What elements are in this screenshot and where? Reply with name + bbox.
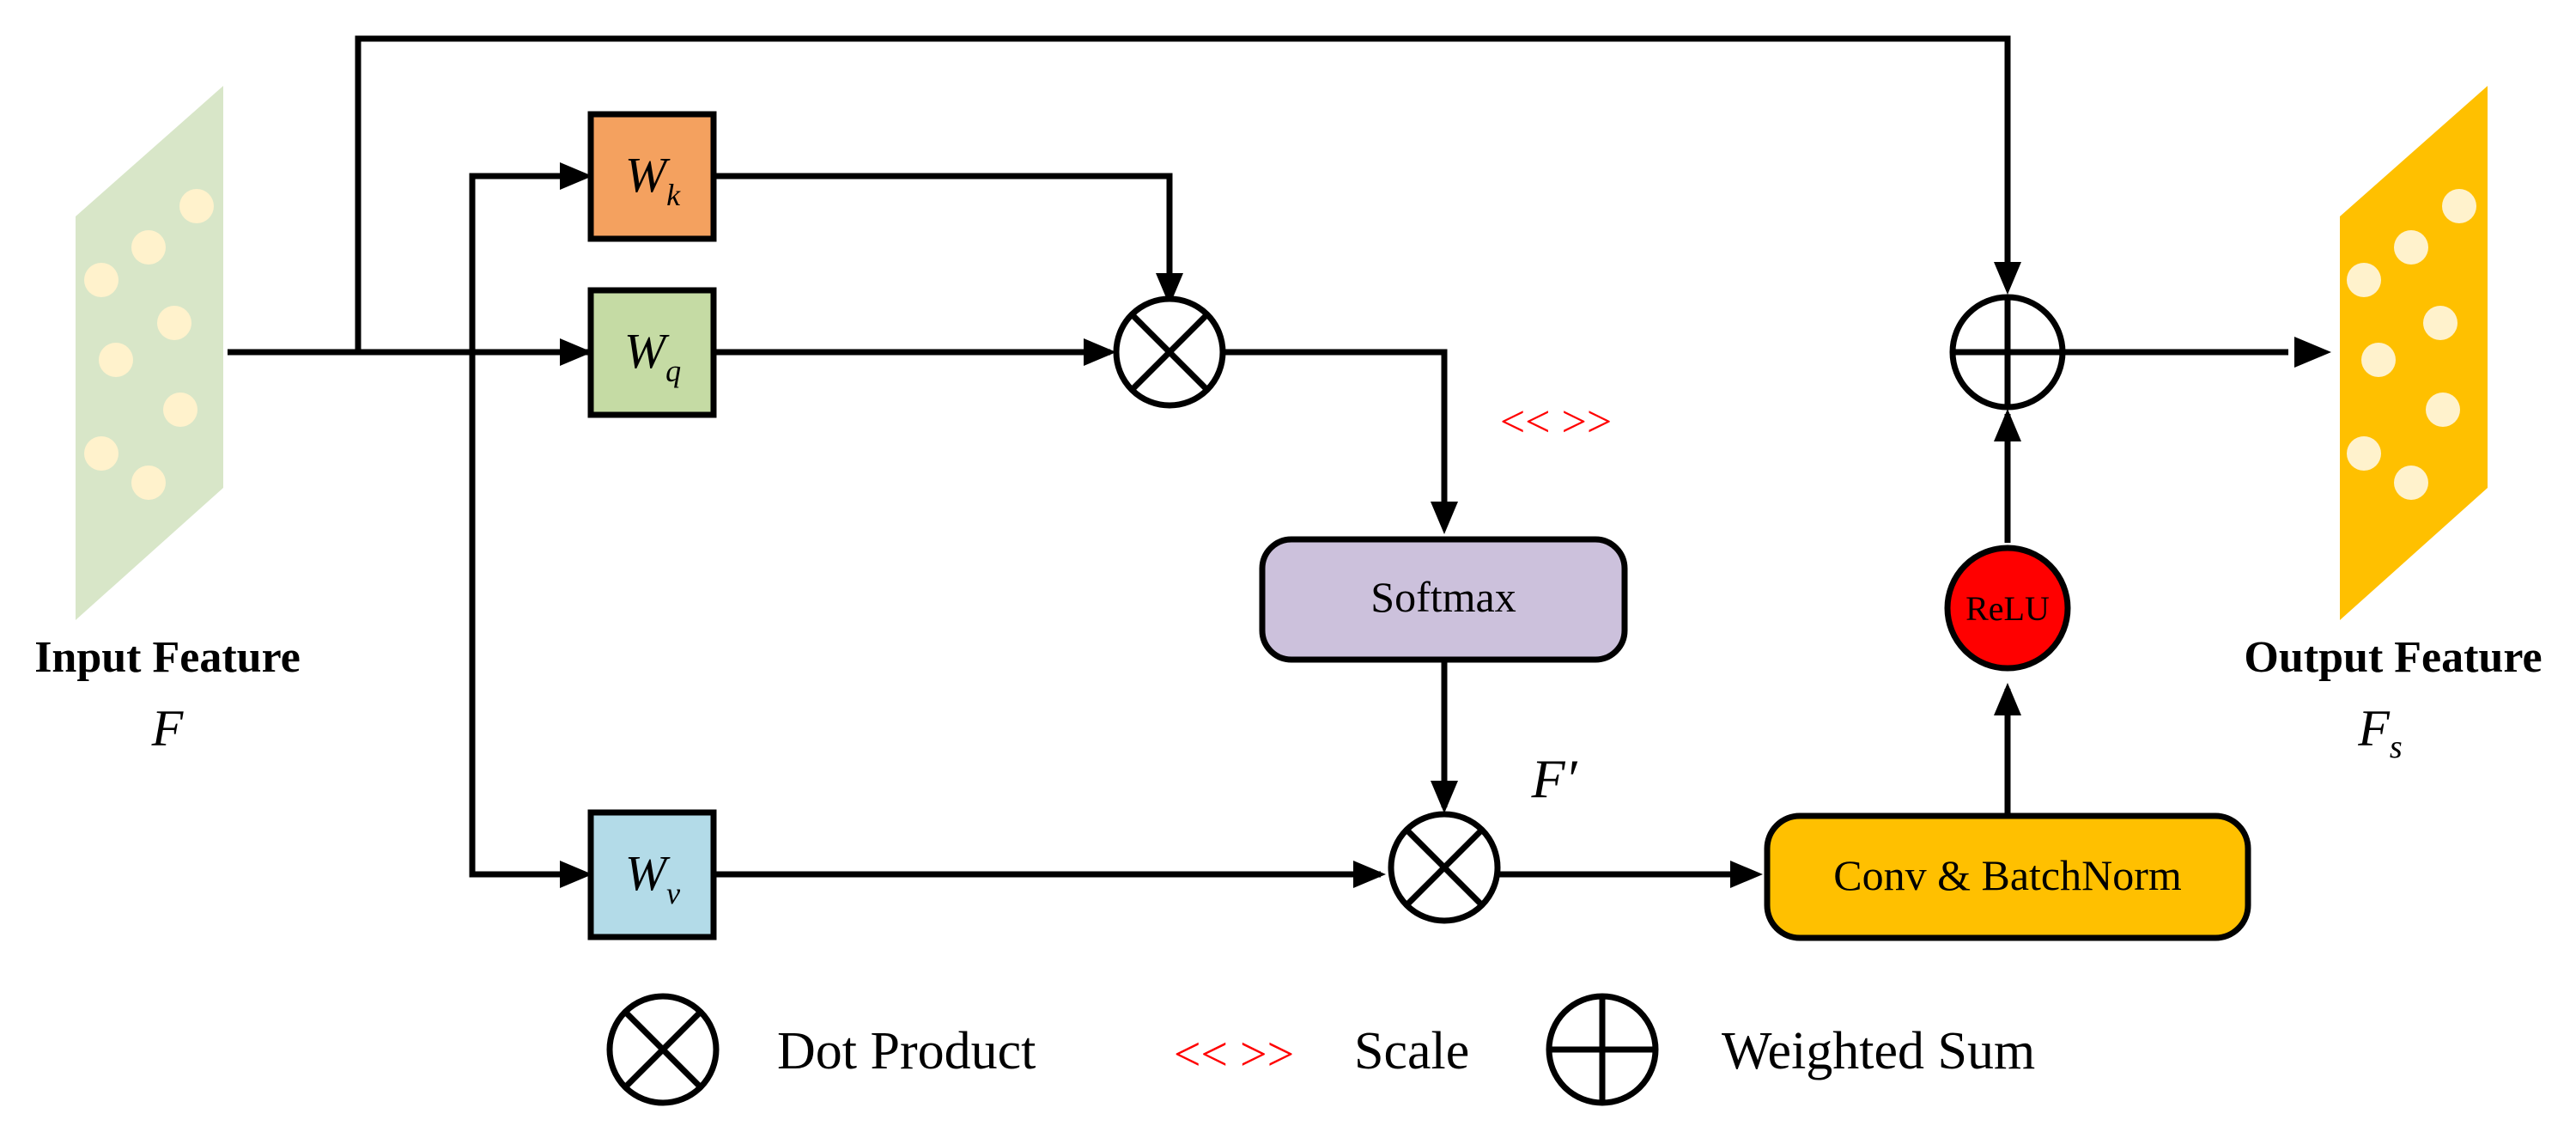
wq-box: Wq [587, 287, 717, 418]
conv-label: Conv & BatchNorm [1833, 851, 2182, 899]
input-feature-symbol: F [151, 700, 185, 757]
svg-text:Wk: Wk [625, 147, 681, 212]
output-dots [2347, 189, 2476, 500]
legend-scale-label: Scale [1354, 1022, 1469, 1080]
arrowhead-relu [1994, 683, 2021, 715]
wv-box: Wv [587, 809, 717, 940]
output-symbol-letter: F [2357, 700, 2391, 757]
arrowhead-dot-top [1156, 273, 1183, 306]
f-prime-label: F′ [1530, 748, 1577, 809]
dot-product-operator-top [1113, 295, 1226, 409]
arrowhead-wv [560, 861, 592, 888]
arrowhead-wq [560, 338, 592, 366]
branch-to-wk-line [469, 173, 586, 352]
arrowhead-output [2294, 337, 2331, 368]
arrowhead-dot2-left [1353, 861, 1386, 888]
wk-box: Wk [587, 111, 717, 242]
arrowhead-dot2-top [1431, 781, 1458, 813]
arrowhead-sum-bottom [1994, 409, 2021, 441]
dot-to-softmax-line [1224, 349, 1448, 526]
legend: Dot Product << >> Scale Weighted Sum [606, 993, 2035, 1106]
legend-dot-product-label: Dot Product [777, 1022, 1036, 1080]
legend-dot-product-icon [606, 993, 720, 1106]
relu-label: ReLU [1965, 589, 2050, 628]
output-feature-title: Output Feature [2244, 633, 2542, 682]
conv-batchnorm-box: Conv & BatchNorm [1764, 812, 2251, 941]
wk-subscript: k [666, 178, 681, 212]
svg-text:Wv: Wv [625, 845, 680, 910]
dot-product-operator-bottom [1388, 811, 1501, 924]
output-symbol-subscript: s [2390, 729, 2403, 765]
weighted-sum-operator [1949, 294, 2066, 411]
legend-weighted-sum-label: Weighted Sum [1722, 1022, 2035, 1080]
legend-scale-marker: << >> [1174, 1028, 1294, 1081]
arrowhead-sum-top [1994, 262, 2021, 295]
scale-marker: << >> [1500, 398, 1612, 447]
output-feature-panel [2340, 86, 2488, 620]
arrowhead-conv [1730, 861, 1763, 888]
wv-subscript: v [666, 876, 680, 910]
softmax-label: Softmax [1370, 573, 1516, 621]
input-feature-title: Input Feature [34, 633, 301, 682]
input-feature-panel [76, 86, 223, 620]
f-prime-mark: ′ [1565, 748, 1578, 809]
skip-connection-line [355, 35, 2011, 352]
arrowhead-softmax [1431, 502, 1458, 534]
input-dots [84, 189, 214, 500]
f-prime-letter: F [1530, 748, 1565, 809]
legend-weighted-sum-icon [1546, 993, 1659, 1106]
relu-node: ReLU [1944, 545, 2071, 672]
wv-letter: W [625, 845, 671, 901]
output-feature-symbol: Fs [2357, 700, 2402, 765]
branch-to-wv-line [469, 352, 586, 878]
wq-subscript: q [665, 354, 681, 388]
wk-to-dot-line [713, 173, 1173, 301]
svg-text:Wq: Wq [624, 323, 681, 388]
softmax-box: Softmax [1259, 536, 1628, 663]
wq-letter: W [624, 323, 670, 379]
arrowhead-dot-left [1084, 338, 1116, 366]
wk-letter: W [625, 147, 671, 203]
connections [228, 35, 2288, 878]
arrowhead-wk [560, 162, 592, 190]
arrowheads [560, 162, 2331, 888]
